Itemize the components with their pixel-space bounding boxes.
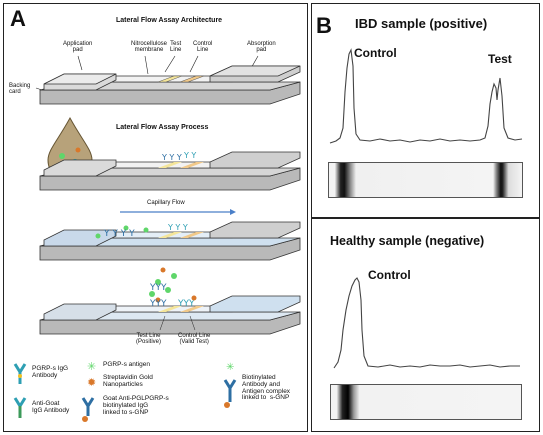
control-line-valid-label: Control Line (Valid Test) — [178, 333, 211, 346]
positive-control-peak-label: Control — [354, 46, 397, 60]
anti-goat-igg-icon — [13, 397, 27, 418]
legend-complex-label: Biotinylated Antibody and Antigen comple… — [242, 374, 291, 402]
pgrp-igg-antibody-icon — [13, 363, 27, 384]
negative-control-peak-label: Control — [368, 268, 411, 282]
capillary-flow-arrow — [120, 209, 236, 215]
test-line — [157, 75, 183, 83]
capillary-flow-label: Capillary Flow — [147, 200, 185, 206]
svg-text:✹: ✹ — [87, 376, 96, 389]
svg-text:YYY: YYY — [177, 299, 195, 309]
goat-anti-pglpgrp-icon — [81, 397, 95, 422]
nitrocellulose-label: Nitrocellulose membrane — [131, 41, 168, 54]
svg-text:Y Y Y Y: Y Y Y Y — [103, 229, 135, 239]
test-line-positive-label: Test Line (Positive) — [136, 333, 162, 346]
legend-antigen-label: PGRP-s antigen — [103, 361, 150, 368]
legend-anti-goat-label: Anti-Goat IgG Antibody — [32, 400, 70, 414]
panel-a-letter: A — [10, 6, 26, 31]
control-line-label: Control Line — [193, 41, 213, 54]
legend-goat-anti-label: Goat Anti-PGLPGRP-s biotinylated IgG lin… — [103, 395, 169, 416]
svg-text:Y Y Y: Y Y Y — [161, 153, 182, 162]
svg-text:YYY: YYY — [149, 283, 167, 293]
process-strip-1: Y Y Y Y Y — [39, 151, 301, 191]
positive-strip-image — [328, 162, 523, 198]
application-pad-label: Application pad — [63, 41, 93, 54]
absorption-pad-label: Absorption pad — [247, 41, 276, 54]
control-line — [179, 75, 205, 83]
test-line-label: Test Line — [170, 41, 182, 54]
negative-title: Healthy sample (negative) — [330, 234, 485, 248]
positive-test-peak-label: Test — [488, 52, 512, 66]
process-strip-2: Y Y Y Y Y Y Y — [39, 221, 301, 261]
biotinylated-complex-icon: ✳ — [223, 362, 237, 408]
pgrp-antigen-icon: ✳ — [87, 360, 96, 373]
process-strip-3: YYY YYY YYY — [39, 267, 301, 335]
backing-card-label: Backing card — [9, 83, 31, 96]
svg-text:✳: ✳ — [87, 360, 96, 373]
process-title: Lateral Flow Assay Process — [116, 124, 209, 131]
panel-b-divider — [311, 217, 540, 219]
positive-title: IBD sample (positive) — [355, 16, 488, 31]
svg-text:Y Y Y: Y Y Y — [167, 223, 188, 232]
streptavidin-gold-icon: ✹ — [87, 376, 96, 389]
svg-text:YYY: YYY — [149, 299, 167, 309]
svg-text:Y Y: Y Y — [183, 151, 196, 160]
panel-b-letter: B — [316, 13, 332, 38]
svg-text:✳: ✳ — [226, 362, 234, 373]
architecture-strip — [35, 55, 301, 105]
legend-pgrp-igg-label: PGRP-s IgG Antibody — [32, 365, 69, 379]
architecture-title: Lateral Flow Assay Architecture — [116, 17, 223, 24]
legend-gold-label: Streptavidin Gold Nanoparticles — [103, 374, 153, 388]
legend-icons: ✳ ✹ ✳ — [13, 360, 237, 422]
negative-strip-image — [330, 384, 522, 420]
